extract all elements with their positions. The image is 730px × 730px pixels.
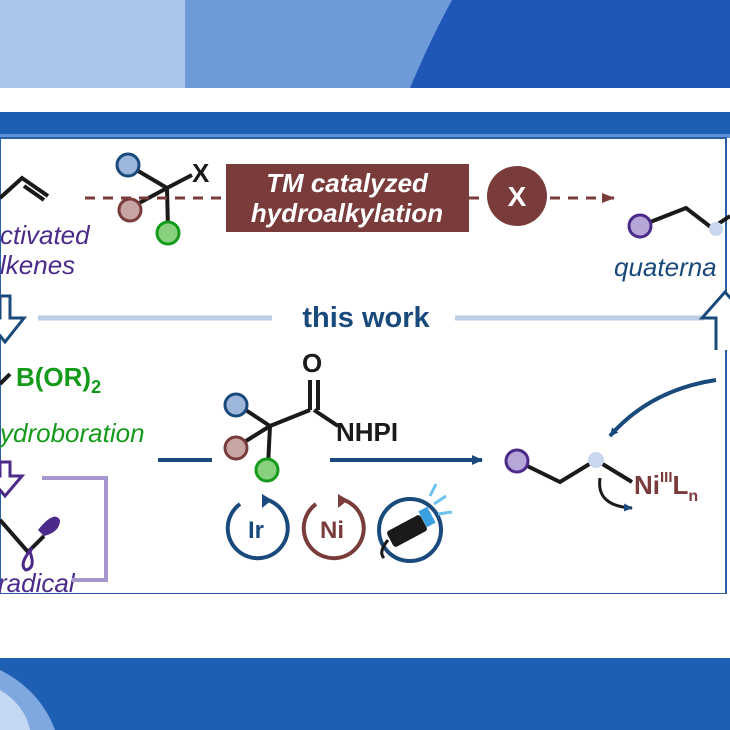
nickel-complex-label: NiIIILn [634,469,698,505]
down-arrow-left [0,294,28,345]
purple-terminus-2 [504,448,530,474]
led-light-icon [377,483,453,563]
quaternary-label: quaterna [614,252,717,282]
green-substituent-2 [254,457,280,483]
ni-label: Ni [320,517,344,544]
ir-cycle-icon: Ir [225,494,290,561]
nhpi-ester-structure: O NHPI [223,348,398,483]
blocked-x-icon: X [508,181,527,212]
blue-substituent-2 [223,392,249,418]
radical-bracket [42,476,108,582]
bottom-banner [0,594,730,730]
header-band [0,112,730,138]
this-work-label: this work [302,302,430,334]
curved-arrow-top [608,378,717,438]
green-substituent [155,220,181,246]
radical-label: radical [0,568,76,598]
product-structure-top [627,205,730,239]
this-work-divider: this work [0,289,730,350]
blocked-marker: X [487,166,547,226]
boronate-label: B(OR)2 [16,362,101,397]
alkene-structure [0,175,50,202]
curved-arrow-bottom [598,477,633,512]
top-banner [0,0,730,88]
tm-box-line2: hydroalkylation [251,198,443,228]
unactivated-label-line1: ctivated [0,220,91,250]
tm-catalyzed-box: TM catalyzed hydroalkylation [226,164,469,232]
hydroboration-label: ydroboration [0,418,145,448]
blocked-circle [487,166,547,226]
carbonyl-oxygen: O [302,348,322,378]
tertiary-alkyl-halide: X [115,152,210,246]
red-substituent-2 [223,435,249,461]
up-arrow-right [698,289,730,350]
tm-box-line1: TM catalyzed [266,168,429,198]
leaving-group-x: X [192,158,210,188]
nickel-intermediate: NiIIILn [504,448,698,505]
blue-substituent [115,152,141,178]
unactivated-label-line2: lkenes [0,250,75,280]
nhpi-label: NHPI [336,417,398,447]
ir-label: Ir [248,517,264,544]
ni-cycle-icon: Ni [301,494,366,561]
radical-structure [0,516,60,572]
purple-terminus [627,213,653,239]
down-arrow-radical [0,460,26,499]
red-substituent [117,197,143,223]
